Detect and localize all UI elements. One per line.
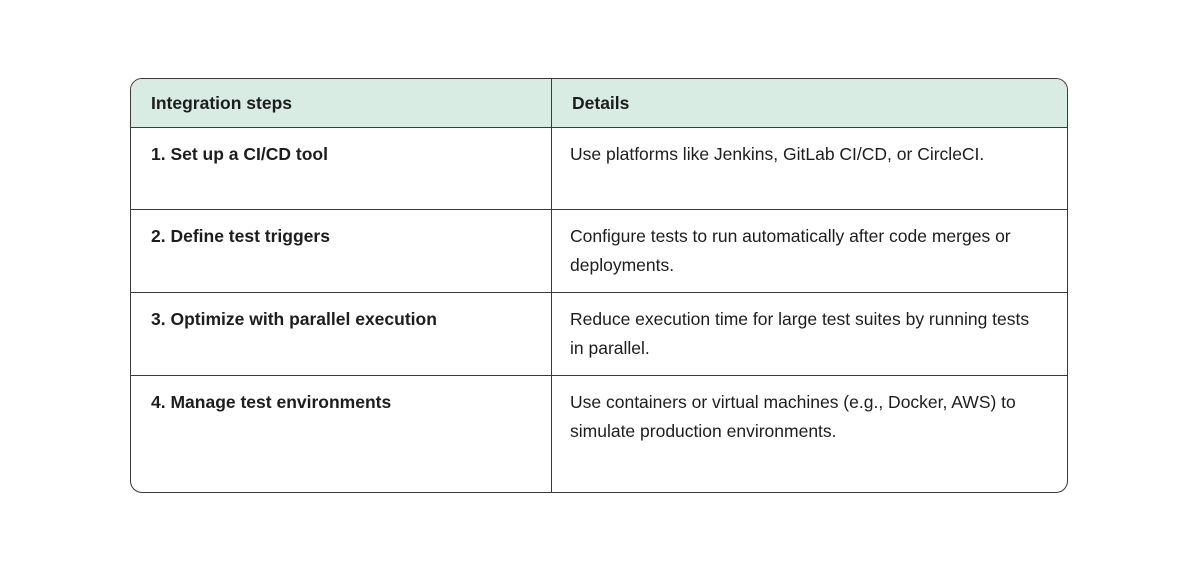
table-grid: Integration steps Details 1. Set up a CI… bbox=[131, 79, 1067, 492]
step-cell: 4. Manage test environments bbox=[131, 376, 552, 492]
integration-steps-table: Integration steps Details 1. Set up a CI… bbox=[130, 78, 1068, 493]
header-cell-details: Details bbox=[552, 79, 1067, 128]
step-cell: 2. Define test triggers bbox=[131, 210, 552, 293]
step-cell: 3. Optimize with parallel execution bbox=[131, 293, 552, 376]
details-cell: Reduce execution time for large test sui… bbox=[552, 293, 1067, 376]
details-cell: Use containers or virtual machines (e.g.… bbox=[570, 392, 1016, 441]
step-cell: 1. Set up a CI/CD tool bbox=[131, 128, 552, 210]
details-cell: Use platforms like Jenkins, GitLab CI/CD… bbox=[552, 128, 1067, 210]
header-cell-integration-steps: Integration steps bbox=[131, 79, 552, 128]
details-cell: Configure tests to run automatically aft… bbox=[552, 210, 1067, 293]
